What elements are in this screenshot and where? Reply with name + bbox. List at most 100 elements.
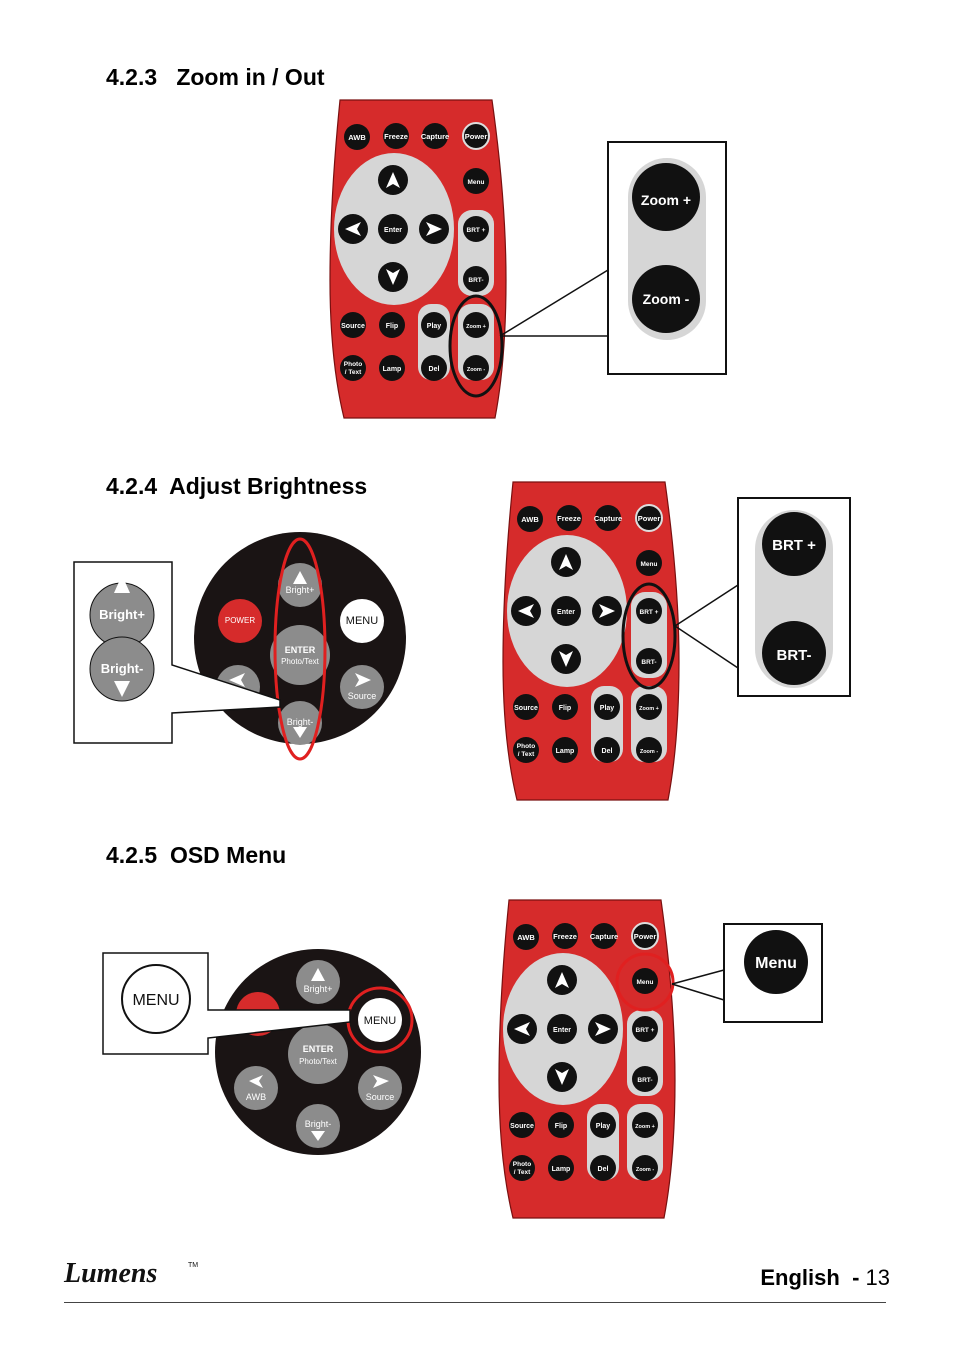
source-button[interactable]: Source [341, 323, 365, 330]
page-footer: English - 13 [760, 1265, 890, 1291]
zoom-plus-button[interactable]: Zoom + [639, 706, 659, 712]
del-button[interactable]: Del [429, 366, 440, 373]
enter-key-label: ENTER [303, 1044, 334, 1054]
zoom-figure: AWB Freeze Capture Power Menu Enter BRT … [329, 99, 727, 419]
zoom-minus-button[interactable]: Zoom - [467, 367, 485, 373]
photo-text-key-label: Photo/Text [299, 1057, 338, 1066]
zoom-minus-button[interactable]: Zoom - [640, 749, 658, 755]
source-button[interactable]: Source [510, 1123, 534, 1130]
text-label: / Text [518, 751, 535, 758]
play-button[interactable]: Play [427, 323, 442, 330]
brt-minus-button[interactable]: BRT- [641, 659, 656, 666]
brt-minus-button[interactable]: BRT- [637, 1077, 652, 1084]
highlight-ring [448, 294, 504, 398]
awb-key-label: AWB [246, 1092, 266, 1102]
flip-button[interactable]: Flip [559, 705, 571, 712]
capture-button[interactable]: Capture [421, 132, 449, 141]
photo-label: Photo [513, 1161, 531, 1168]
footer-separator: - [852, 1265, 860, 1290]
bright-minus-key-label: Bright- [305, 1119, 332, 1129]
highlight-ring [621, 582, 677, 690]
photo-text-key-label: Photo/Text [281, 657, 320, 666]
zoom-plus-callout: Zoom + [641, 192, 691, 208]
menu-button[interactable]: Menu [641, 561, 658, 568]
lamp-button[interactable]: Lamp [556, 748, 575, 755]
del-button[interactable]: Del [598, 1166, 609, 1173]
photo-label: Photo [517, 743, 535, 750]
text-label: / Text [514, 1169, 531, 1176]
text-label: / Text [345, 369, 362, 376]
lumens-logo: Lumens [64, 1258, 158, 1289]
bright-plus-key-label: Bright+ [286, 585, 315, 595]
enter-button[interactable]: Enter [384, 227, 402, 234]
footer-divider [64, 1302, 886, 1303]
power-button[interactable]: Power [465, 132, 488, 141]
menu-button[interactable]: Menu [468, 179, 485, 186]
section-heading-brightness: 4.2.4 Adjust Brightness [106, 473, 367, 500]
section-heading-zoom: 4.2.3 Zoom in / Out [106, 64, 325, 91]
brt-minus-callout: BRT- [777, 647, 812, 664]
brt-plus-button[interactable]: BRT + [636, 1027, 655, 1034]
power-button[interactable]: Power [638, 514, 661, 523]
capture-button[interactable]: Capture [590, 932, 618, 941]
brt-minus-button[interactable]: BRT- [468, 277, 483, 284]
source-key-label: Source [348, 691, 377, 701]
footer-language: English [760, 1265, 840, 1290]
menu-button[interactable]: Menu [637, 979, 654, 986]
freeze-button[interactable]: Freeze [384, 132, 408, 141]
menu-callout: Menu [755, 955, 797, 972]
power-key-label: POWER [225, 616, 255, 625]
page-number: 13 [865, 1265, 890, 1290]
brt-plus-button[interactable]: BRT + [640, 609, 659, 616]
section-number: 4.2.4 [106, 473, 158, 499]
source-key-label: Source [366, 1092, 395, 1102]
lamp-button[interactable]: Lamp [383, 366, 402, 373]
brightness-keypad-figure: POWER MENU Bright+ ENTER Photo/Text Sour… [73, 532, 406, 761]
remote-control: AWB Freeze Capture Power Menu Enter BRT … [502, 481, 680, 801]
enter-button[interactable]: Enter [557, 609, 575, 616]
trademark-mark: TM [188, 1262, 199, 1269]
bright-minus-callout: Bright- [101, 661, 144, 676]
bright-minus-key-label: Bright- [287, 717, 314, 727]
freeze-button[interactable]: Freeze [557, 514, 581, 523]
source-button[interactable]: Source [514, 705, 538, 712]
brt-plus-button[interactable]: BRT + [467, 227, 486, 234]
power-button[interactable]: Power [634, 932, 657, 941]
photo-label: Photo [344, 361, 362, 368]
osd-remote-figure: AWB Freeze Capture Power Menu Enter BRT … [498, 899, 823, 1219]
section-number: 4.2.5 [106, 842, 158, 868]
bright-plus-callout: Bright+ [99, 607, 145, 622]
enter-key-label: ENTER [285, 645, 316, 655]
flip-button[interactable]: Flip [386, 323, 398, 330]
lamp-button[interactable]: Lamp [552, 1166, 571, 1173]
zoom-minus-button[interactable]: Zoom - [636, 1167, 654, 1173]
section-title: Adjust Brightness [169, 473, 368, 499]
awb-button[interactable]: AWB [521, 515, 539, 524]
osd-keypad-figure: Bright+ MENU ENTER Photo/Text AWB Source… [102, 949, 421, 1155]
bright-plus-key-label: Bright+ [304, 984, 333, 994]
brt-plus-callout: BRT + [772, 537, 816, 554]
awb-button[interactable]: AWB [517, 933, 535, 942]
play-button[interactable]: Play [600, 705, 615, 712]
menu-round-callout: MENU [132, 992, 179, 1009]
zoom-plus-button[interactable]: Zoom + [466, 324, 486, 330]
brightness-remote-figure: AWB Freeze Capture Power Menu Enter BRT … [502, 481, 851, 801]
highlight-ring-red [615, 952, 675, 1012]
remote-control: AWB Freeze Capture Power Menu Enter BRT … [329, 99, 507, 419]
del-button[interactable]: Del [602, 748, 613, 755]
freeze-button[interactable]: Freeze [553, 932, 577, 941]
awb-button[interactable]: AWB [348, 133, 366, 142]
menu-key-label: MENU [346, 615, 378, 627]
zoom-plus-button[interactable]: Zoom + [635, 1124, 655, 1130]
enter-button[interactable]: Enter [553, 1027, 571, 1034]
remote-control: AWB Freeze Capture Power Menu Enter BRT … [498, 899, 676, 1219]
section-number: 4.2.3 [106, 64, 158, 90]
highlight-ring-red [273, 537, 327, 761]
section-title: OSD Menu [169, 842, 287, 868]
section-title: Zoom in / Out [176, 64, 325, 90]
capture-button[interactable]: Capture [594, 514, 622, 523]
flip-button[interactable]: Flip [555, 1123, 567, 1130]
zoom-minus-callout: Zoom - [643, 291, 690, 307]
section-heading-osd: 4.2.5 OSD Menu [106, 842, 286, 869]
play-button[interactable]: Play [596, 1123, 611, 1130]
